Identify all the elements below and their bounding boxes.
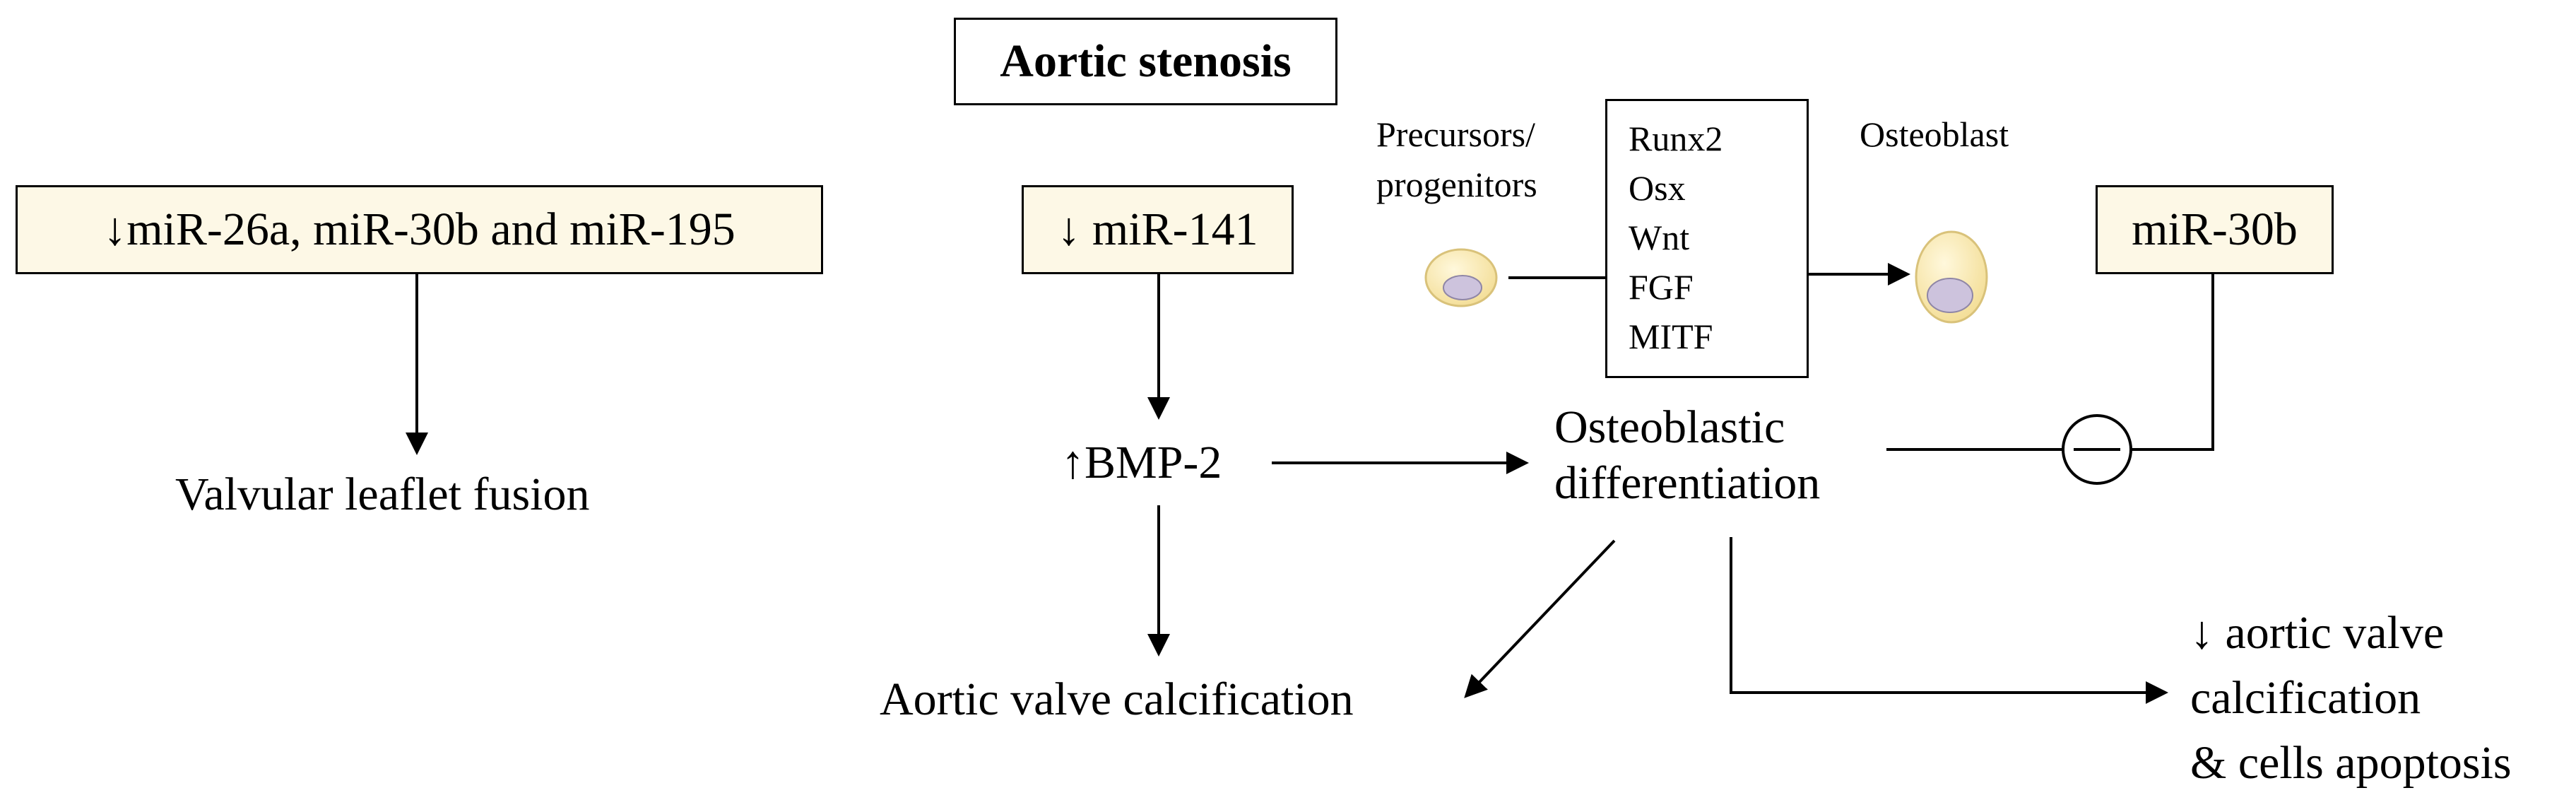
mir-cluster-box: ↓miR-26a, miR-30b and miR-195 [16, 185, 823, 274]
reduced-calcification-text: ↓ aortic valve calcification & cells apo… [2190, 601, 2512, 796]
osteoblast-cell-icon [1915, 230, 1988, 324]
factor-mitf: MITF [1629, 317, 1713, 356]
osteo-line1: Osteoblastic [1554, 401, 1785, 453]
precursors-label: Precursors/ progenitors [1376, 110, 1537, 210]
aortic-calcification-text: Aortic valve calcification [880, 673, 1354, 725]
factor-runx2: Runx2 [1629, 119, 1723, 158]
factor-fgf: FGF [1629, 267, 1694, 307]
page-title: Aortic stenosis [1000, 35, 1292, 87]
mir-30b-box: miR-30b [2096, 185, 2334, 274]
mir-cluster-label: ↓miR-26a, miR-30b and miR-195 [103, 204, 735, 255]
precursor-cell-icon [1424, 248, 1498, 307]
title-box: Aortic stenosis [954, 18, 1337, 105]
factor-wnt: Wnt [1629, 218, 1690, 257]
osteoblastic-differentiation-text: Osteoblastic differentiation [1554, 399, 1820, 511]
arrow-osteo-to-calcification [1464, 539, 1616, 698]
reduced-line2: calcification [2190, 672, 2421, 724]
reduced-line3: & cells apoptosis [2190, 737, 2512, 789]
osteoblast-label: Osteoblast [1860, 114, 2009, 154]
reduced-line1: ↓ aortic valve [2190, 607, 2445, 659]
arrow-osteo-to-reduced [1730, 537, 2168, 704]
precursors-line1: Precursors/ [1376, 114, 1535, 154]
bmp2-text: ↑BMP-2 [1061, 437, 1222, 488]
inhibition-line-mir30b [1886, 274, 2214, 451]
factor-box: Runx2 Osx Wnt FGF MITF [1605, 99, 1809, 378]
mir-141-box: ↓ miR-141 [1022, 185, 1294, 274]
mir-30b-label: miR-30b [2132, 204, 2298, 255]
inhibition-icon [2062, 414, 2132, 485]
precursors-line2: progenitors [1376, 165, 1537, 204]
osteo-line2: differentiation [1554, 457, 1821, 510]
mir-141-label: ↓ miR-141 [1057, 204, 1258, 255]
factor-osx: Osx [1629, 168, 1686, 208]
leaflet-fusion-text: Valvular leaflet fusion [175, 469, 590, 520]
